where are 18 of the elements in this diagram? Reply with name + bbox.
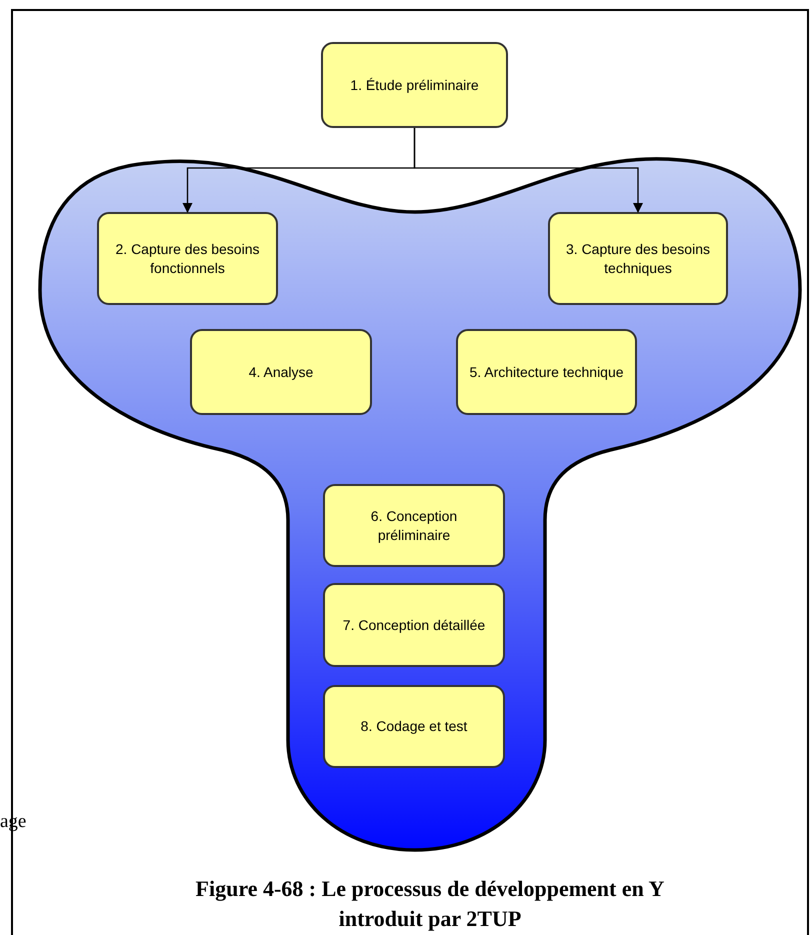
- step-label: 3. Capture des besoins techniques: [565, 240, 711, 277]
- step-label: 4. Analyse: [248, 362, 314, 382]
- step-label: 8. Codage et test: [360, 717, 468, 736]
- step-label: 7. Conception détaillée: [342, 616, 486, 634]
- arrow: [414, 128, 643, 213]
- process-box: [323, 583, 505, 667]
- step-label: 5. Architecture technique: [469, 362, 624, 382]
- step-label: 6. Conception préliminaire: [370, 507, 458, 544]
- process-box: [323, 484, 505, 567]
- step-label: 2. Capture des besoins fonctionnels: [114, 240, 260, 277]
- process-box: [323, 685, 505, 768]
- step-label: 1. Étude préliminaire: [350, 76, 479, 94]
- process-box: [456, 329, 637, 415]
- process-box: [548, 212, 728, 305]
- figure-caption: Figure 4-68 : Le processus de développement en Y introduit par 2TUP: [194, 875, 666, 933]
- process-box: [321, 42, 508, 128]
- process-box: [190, 329, 372, 415]
- process-box: [97, 212, 278, 305]
